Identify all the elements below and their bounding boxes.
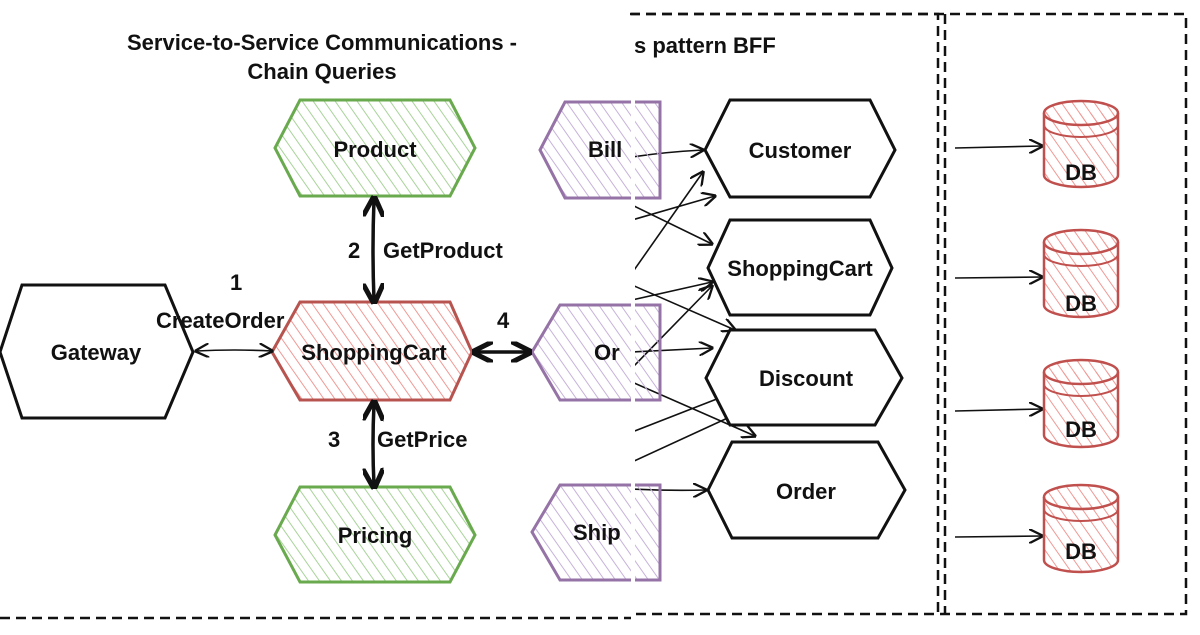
bff-service-customer: Customer — [703, 98, 897, 199]
gateway-label: Gateway — [51, 340, 142, 365]
shipping-hexagon — [530, 483, 662, 582]
order-label: Order — [776, 479, 836, 504]
left-panel-frame-edge — [630, 12, 940, 614]
database-cylinder — [1042, 497, 1120, 574]
step2-number: 2 — [348, 238, 360, 263]
product-service: Product — [273, 98, 477, 198]
shoppingcart-service: ShoppingCart — [270, 300, 474, 402]
product-hexagon — [273, 98, 477, 198]
pricing-label: Pricing — [338, 523, 413, 548]
gateway-service: Gateway — [0, 283, 195, 420]
step1-label: CreateOrder — [156, 308, 285, 333]
billing-service-partial: Bill — [538, 100, 662, 200]
database-2: DB — [1042, 228, 1120, 319]
bff-service-shoppingcart: ShoppingCart — [706, 218, 894, 317]
billing-label: Bill — [588, 137, 622, 162]
edge-shoppingcart-pricing — [373, 404, 374, 485]
bff-service-discount: Discount — [704, 328, 904, 427]
db-arrows — [954, 146, 1042, 537]
bff-shoppingcart-label: ShoppingCart — [727, 256, 873, 281]
database-1: DB — [1042, 99, 1120, 189]
chain-queries-panel: Service-to-Service Communications - Chai… — [0, 30, 662, 620]
product-label: Product — [333, 137, 417, 162]
database-cylinder — [1042, 242, 1120, 319]
database-3: DB — [1042, 358, 1120, 449]
pricing-hexagon — [273, 485, 477, 584]
discount-label: Discount — [759, 366, 854, 391]
chain-edges — [196, 200, 528, 485]
bff-shoppingcart-hexagon — [706, 218, 894, 317]
step1-number: 1 — [230, 270, 242, 295]
bff-panel: s pattern BFF Customer ShoppingCart — [627, 12, 1188, 616]
database-4: DB — [1042, 483, 1120, 574]
pricing-service: Pricing — [273, 485, 477, 584]
database-label: DB — [1065, 160, 1097, 185]
database-label: DB — [1065, 417, 1097, 442]
database-cylinder — [1042, 372, 1120, 449]
database-label: DB — [1065, 291, 1097, 316]
step2-label: GetProduct — [383, 238, 503, 263]
step3-label: GetPrice — [377, 427, 468, 452]
step3-number: 3 — [328, 427, 340, 452]
database-cylinder — [1042, 113, 1120, 189]
gateway-hexagon — [0, 283, 195, 420]
shipping-service-partial: Ship — [530, 483, 662, 582]
left-title-line2: Chain Queries — [247, 59, 396, 84]
bff-title: s pattern BFF — [634, 33, 776, 58]
shipping-label: Ship — [573, 520, 621, 545]
bff-service-order: Order — [706, 440, 907, 540]
database-label: DB — [1065, 539, 1097, 564]
order-hexagon — [706, 440, 907, 540]
step4-number: 4 — [497, 308, 510, 333]
order-label-partial: Or — [594, 340, 620, 365]
order-service-partial: Or — [530, 303, 662, 402]
edge-shoppingcart-product — [373, 200, 374, 300]
left-title-line1: Service-to-Service Communications - — [127, 30, 517, 55]
edge-gateway-shoppingcart — [196, 350, 272, 351]
shoppingcart-label: ShoppingCart — [301, 340, 447, 365]
customer-label: Customer — [749, 138, 852, 163]
discount-hexagon — [704, 328, 904, 427]
billing-hexagon — [538, 100, 662, 200]
panel-clip-mask — [631, 60, 635, 600]
customer-hexagon — [703, 98, 897, 199]
order-hexagon-partial — [530, 303, 662, 402]
